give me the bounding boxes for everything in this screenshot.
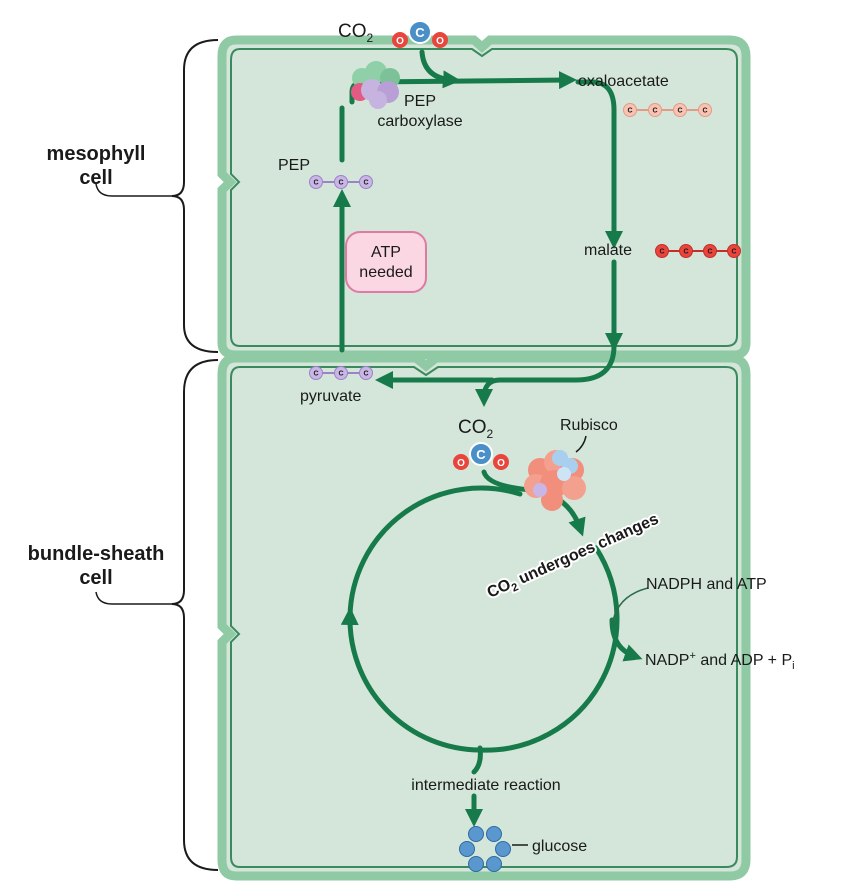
energy-input-connector <box>611 587 649 627</box>
pep-carboxylase-label-line2: carboxylase <box>377 113 462 130</box>
intermediate-reaction-label: intermediate reaction <box>411 777 560 794</box>
co2-bottom-oxygen-right: O <box>497 458 505 469</box>
pep-label: PEP <box>278 157 310 174</box>
co2-bottom-oxygen-left: O <box>457 458 465 469</box>
svg-text:C: C <box>677 108 682 115</box>
cycle-outputs-label: NADP+ and ADP + Pi <box>645 650 795 672</box>
pep-carbon-chain: C C C <box>309 175 373 189</box>
oxaloacetate-label: oxaloacetate <box>578 73 669 90</box>
malate-decarboxylation-arrow <box>475 343 617 407</box>
malate-label: malate <box>584 242 632 259</box>
glucose-label: glucose <box>532 838 587 855</box>
svg-text:C: C <box>702 108 707 115</box>
pathway-arrows <box>333 49 643 827</box>
malate-carbon-chain: C C C C <box>655 244 741 258</box>
mesophyll-label-line1: mesophyll <box>47 143 146 165</box>
bundle-sheath-label-line2: cell <box>79 567 112 589</box>
svg-text:C: C <box>683 249 688 256</box>
svg-text:C: C <box>313 371 318 378</box>
svg-text:C: C <box>338 180 343 187</box>
atp-needed-box: ATP needed <box>345 231 427 293</box>
bundle-sheath-cell-membrane <box>230 366 738 868</box>
rubisco-enzyme-icon <box>524 450 586 511</box>
svg-text:C: C <box>338 371 343 378</box>
co2-molecule-bottom: CO2 O O C <box>453 417 509 470</box>
cycle-inputs-label: NADPH and ATP <box>646 576 767 593</box>
bundle-sheath-cell <box>217 353 751 881</box>
pep-carboxylase-enzyme-icon <box>351 61 400 109</box>
mesophyll-label-line2: cell <box>79 167 112 189</box>
pyruvate-label: pyruvate <box>300 388 361 405</box>
svg-text:C: C <box>659 249 664 256</box>
co2-top-oxygen-left: O <box>396 36 404 47</box>
svg-text:C: C <box>313 180 318 187</box>
atp-needed-line2: needed <box>359 264 412 281</box>
svg-text:C: C <box>627 108 632 115</box>
bundle-sheath-label-line1: bundle-sheath <box>28 543 165 565</box>
pep-carboxylase-label-line1: PEP <box>404 93 436 110</box>
mesophyll-cell-membrane <box>230 48 738 347</box>
co2-top-oxygen-right: O <box>436 36 444 47</box>
co2-bottom-carbon: C <box>476 447 486 462</box>
bundle-sheath-cell-wall <box>217 353 751 881</box>
co2-top-label: CO2 <box>338 21 374 45</box>
svg-text:C: C <box>731 249 736 256</box>
calvin-cycle-right-arc <box>477 545 620 753</box>
co2-molecule-top: CO2 O O C <box>338 20 448 48</box>
to-intermediate-arrow <box>471 745 483 775</box>
mesophyll-brace <box>95 39 219 353</box>
svg-text:C: C <box>707 249 712 256</box>
pyruvate-carbon-chain: C C C <box>309 366 373 380</box>
oxaloacetate-to-malate-arrow <box>575 79 623 249</box>
rubisco-label: Rubisco <box>560 417 618 434</box>
svg-text:C: C <box>652 108 657 115</box>
co2-top-carbon: C <box>415 25 425 40</box>
svg-text:C: C <box>363 180 368 187</box>
co2-bottom-label: CO2 <box>458 417 494 441</box>
svg-text:C: C <box>363 371 368 378</box>
oxaloacetate-carbon-chain: C C C C <box>623 103 712 117</box>
bundle-sheath-brace <box>95 359 219 871</box>
calvin-cycle-top-arc <box>347 485 523 619</box>
glucose-ring-icon <box>459 826 511 872</box>
calvin-cycle-left-arc <box>340 607 483 753</box>
atp-needed-line1: ATP <box>371 244 401 261</box>
